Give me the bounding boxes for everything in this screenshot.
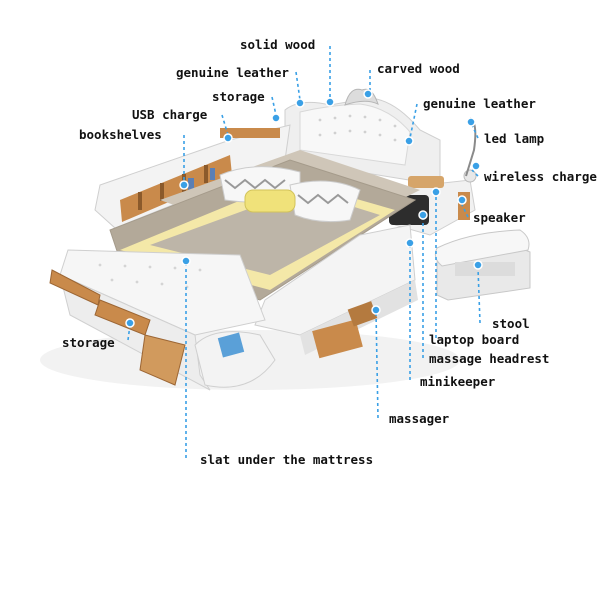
- label-genuine-leather-left: genuine leather: [176, 65, 289, 80]
- label-storage-top: storage: [212, 89, 265, 104]
- label-carved-wood: carved wood: [377, 61, 460, 76]
- label-led-lamp: led lamp: [484, 131, 545, 146]
- label-stool: stool: [492, 316, 530, 331]
- stool-shape: [434, 229, 531, 301]
- label-bookshelves: bookshelves: [79, 127, 162, 142]
- footboard-shape: [49, 249, 276, 391]
- bed-illustration: [40, 88, 531, 391]
- label-solid-wood: solid wood: [240, 37, 316, 52]
- label-massage-headrest: massage headrest: [429, 351, 550, 366]
- label-genuine-leather-right: genuine leather: [423, 96, 536, 111]
- label-usb-charge: USB charge: [132, 107, 208, 122]
- label-speaker: speaker: [473, 210, 526, 225]
- label-minikeeper: minikeeper: [420, 374, 496, 389]
- label-storage-left: storage: [62, 335, 115, 350]
- label-wireless-charge: wireless charge: [484, 169, 597, 184]
- label-massager: massager: [389, 411, 450, 426]
- label-slat: slat under the mattress: [200, 452, 374, 467]
- right-rail-shape: [254, 224, 418, 359]
- leader-lines: [125, 46, 483, 458]
- label-laptop-board: laptop board: [429, 332, 520, 347]
